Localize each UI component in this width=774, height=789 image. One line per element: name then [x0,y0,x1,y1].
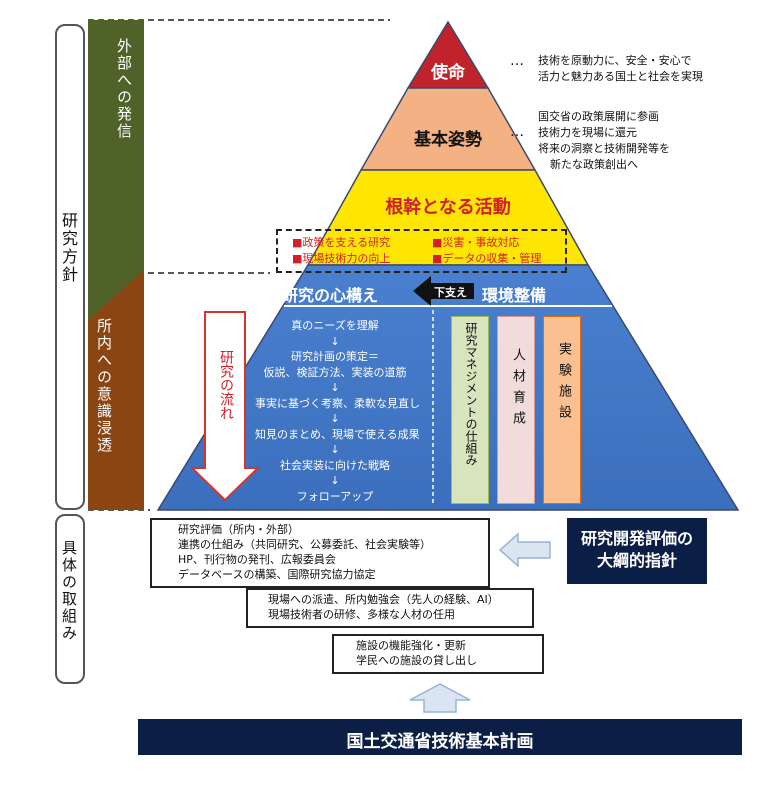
pillar-management-text: 研究マネジメントの仕組み [464,322,478,466]
flow-step: 事実に基づく考察、柔軟な見直し [255,396,420,410]
concrete-line: 連携の仕組み（共同研究、公募委託、社会実験等） [178,538,431,551]
concrete-box-1 [150,518,490,588]
flow-step: ↓ [330,474,340,487]
pillar-management [451,316,489,504]
flow-step: 社会実装に向けた戦略 [280,458,390,472]
concrete-line: 研究評価（所内・外部） [178,523,299,536]
research-policy-label: 研究方針 [59,212,78,284]
concrete-box-1-lines: 研究評価（所内・外部） 連携の仕組み（共同研究、公募委託、社会実験等） HP、刊… [178,522,431,582]
flow-step: 真のニーズを理解 [291,319,379,332]
left-gradient-bar [88,20,144,510]
flow-arrow [189,311,261,502]
mission-note-dots: … [510,53,525,69]
concrete-line: HP、刊行物の発刊、広報委員会 [178,553,336,566]
flow-step: フォローアップ [296,489,374,503]
flow-step: 仮説、検証方法、実装の道筋 [263,365,407,379]
concrete-line: データベースの構築、国際研究協力協定 [178,568,376,581]
support-label: 下支え [434,286,467,299]
concrete-box-2-lines: 現場への派遣、所内勉強会（先人の経験、AI） 現場技術者の研修、多様な人材の任用 [268,592,499,622]
pillar-facility-text: 実験施設 [556,342,571,426]
pillar-hr [497,316,535,504]
up-arrow [409,683,471,713]
stance-note-line: 国交省の政策展開に参画 [538,110,659,123]
flow-step: ↓ [330,334,340,348]
concrete-line: 学民への施設の貸し出し [356,654,477,667]
stance-note-line: 将来の洞察と技術開発等を [538,142,670,155]
concrete-box-2 [246,588,534,628]
stance-note-line: 技術力を現場に還元 [538,126,637,139]
external-band-upper [88,20,144,320]
activity-2: ■災害・事故対応 [432,236,520,249]
evaluation-guideline-text: 研究開発評価の大綱的指針 [580,529,693,570]
left-arrow [498,532,551,568]
mission-note-line: 活力と魅力ある国土と社会を実現 [538,70,703,83]
stance-note-dots: … [510,124,524,140]
internal-band-lower [88,270,144,510]
mission-note: … 技術を原動力に、安全・安心で 活力と魅力ある国土と社会を実現 [510,53,703,85]
evaluation-guideline-box [567,518,707,584]
activity-4: ■データの収集・管理 [432,252,542,265]
pillar-hr-text: 人材育成 [510,348,525,432]
research-policy-frame [55,24,85,510]
concrete-line: 施設の機能強化・更新 [356,639,466,652]
concrete-box-3-lines: 施設の機能強化・更新 学民への施設の貸し出し [356,638,477,668]
stance-text: 基本姿勢 [414,130,482,150]
internal-label: 所内への意識浸透 [95,318,113,454]
flow-steps: 真のニーズを理解 ↓ 研究計画の策定＝ 仮説、検証方法、実装の道筋 ↓ 事実に基… [255,318,420,504]
external-label: 外部への発信 [115,38,133,140]
concrete-line: 現場技術者の研修、多様な人材の任用 [268,608,455,621]
stance-note: 国交省の政策展開に参画 技術力を現場に還元 将来の洞察と技術開発等を 新たな政策… [538,109,670,173]
mindset-text: 研究の心構え [282,286,379,305]
concrete-frame [55,514,85,684]
flow-step: ↓ [330,443,340,456]
environment-text: 環境整備 [482,286,547,305]
base-plan-bar [138,719,742,755]
pillar-facility [543,316,581,504]
mission-note-line: 技術を原動力に、安全・安心で [538,54,692,67]
flow-step: ↓ [330,381,340,394]
concrete-label: 具体の取組み [60,540,78,642]
support-arrow [413,276,474,306]
mission-text: 使命 [431,63,465,83]
activity-3: ■現場技術力の向上 [292,252,391,265]
concrete-line: 現場への派遣、所内勉強会（先人の経験、AI） [268,593,499,606]
activity-1: ■政策を支える研究 [292,236,391,249]
activities-box [276,229,567,273]
flow-step: 知見のまとめ、現場で使える成果 [255,427,420,441]
flow-step: ↓ [330,412,340,425]
concrete-box-3 [332,634,544,674]
core-text: 根幹となる活動 [385,197,511,218]
flow-step: 研究計画の策定＝ [291,350,379,363]
flow-arrow-label: 研究の流れ [218,350,234,420]
stance-note-line: 新たな政策創出へ [550,158,638,171]
base-plan-text: 国土交通省技術基本計画 [346,732,534,752]
